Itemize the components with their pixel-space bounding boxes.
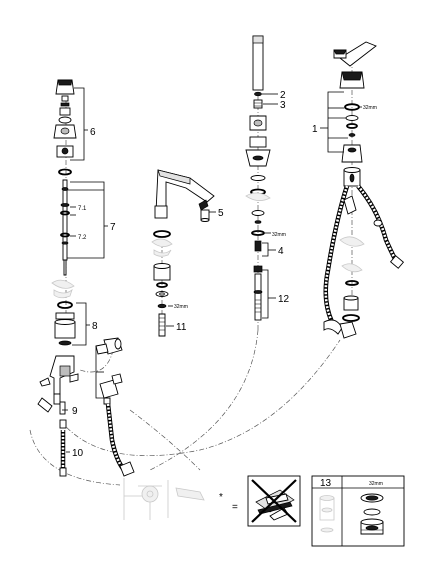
left-cartridge-assembly [37, 79, 79, 477]
part-label-6: 6 [90, 127, 96, 138]
part-label-2: 2 [280, 90, 286, 101]
lower-leader-lines [95, 346, 104, 399]
equals-symbol: = [232, 502, 238, 513]
seal-kit-box: 13 32mm [311, 475, 405, 547]
left-leader-lines [62, 87, 108, 453]
spout-leader-lines [166, 211, 216, 327]
part-label-9: 9 [72, 406, 78, 417]
faucet-installation-icon [123, 478, 205, 520]
part-label-7-1: 7.1 [78, 206, 87, 212]
spout-assembly [151, 169, 215, 337]
part-label-8: 8 [92, 321, 98, 332]
part-label-4: 4 [278, 246, 284, 257]
lower-connectors [95, 337, 135, 477]
part-label-7-2: 7.2 [78, 235, 87, 241]
dimension-1: 32mm [363, 105, 377, 111]
right-leader-lines [320, 91, 362, 153]
asterisk-symbol: * [219, 492, 223, 503]
part-label-13: 13 [320, 478, 332, 489]
wrench-prohibited-icon [247, 475, 301, 527]
dimension-4: 32mm [272, 232, 286, 238]
seal-kit-icon [319, 495, 335, 533]
part-label-5: 5 [218, 208, 224, 219]
legend: * = 13 32mm [219, 475, 405, 547]
part-label-1: 1 [312, 124, 318, 135]
connection-lines [29, 45, 353, 486]
part-label-7: 7 [110, 222, 116, 233]
part-label-11: 11 [176, 322, 187, 333]
right-mixer-assembly [323, 41, 405, 339]
part-labels: 6 7.1 7 7.2 8 9 10 5 32mm 11 2 3 32mm 4 … [72, 90, 377, 459]
hand-shower-leader-lines [262, 93, 278, 319]
dimension-11: 32mm [174, 304, 188, 310]
part-label-10: 10 [72, 448, 84, 459]
part-label-12: 12 [278, 294, 290, 305]
part-label-3: 3 [280, 100, 286, 111]
hand-shower-assembly [245, 35, 271, 321]
dimension-13: 32mm [369, 481, 383, 487]
aerator-icon [360, 493, 384, 535]
